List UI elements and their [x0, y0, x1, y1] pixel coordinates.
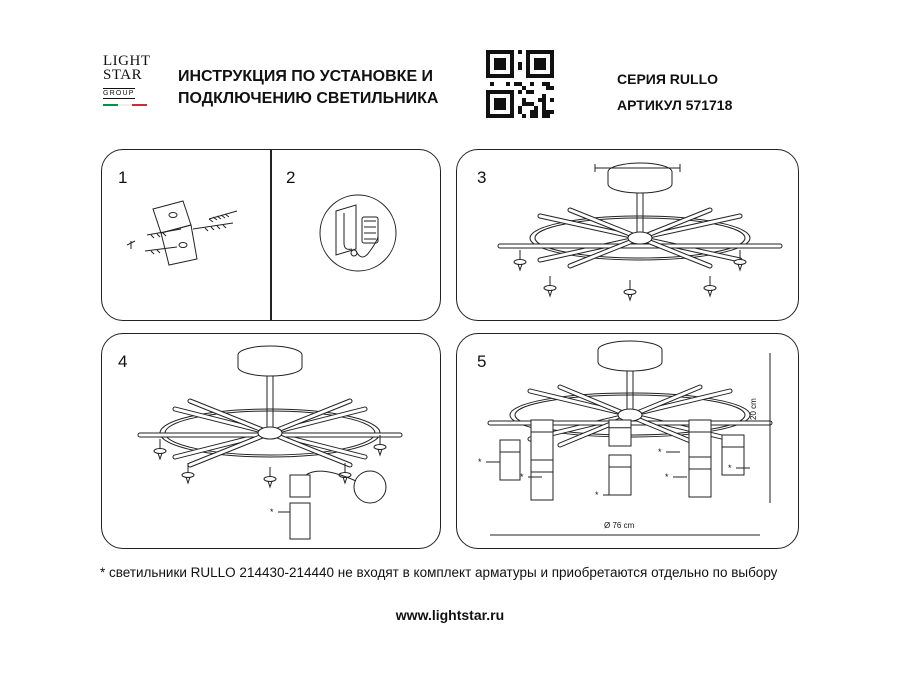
lamp-screw — [377, 448, 383, 457]
center-hub — [257, 426, 283, 440]
asterisk-marker: * — [728, 463, 732, 473]
lamp-screw — [157, 452, 163, 461]
lamp-socket — [153, 448, 167, 454]
panel-steps-1-2 — [101, 149, 441, 321]
lamp-shade — [688, 456, 712, 498]
step-number-5: 5 — [477, 352, 487, 371]
chandelier-assembly-step-3 — [497, 162, 783, 302]
lamp-shade — [499, 439, 521, 481]
lamp-screw — [267, 480, 273, 489]
brand-logo: LIGHT STAR GROUP — [103, 54, 155, 120]
lamp-socket — [513, 259, 527, 265]
lamp-shade — [608, 454, 632, 496]
step-number-1: 1 — [118, 168, 128, 187]
inner-ring — [534, 217, 746, 259]
center-hub — [617, 408, 643, 422]
chandelier-assembly-step-4: * — [137, 345, 403, 540]
asterisk-marker: * — [665, 472, 669, 482]
title-line-2: ПОДКЛЮЧЕНИЮ СВЕТИЛЬНИКА — [178, 90, 439, 107]
logo-line-3: GROUP — [103, 88, 135, 99]
canopy-body — [237, 355, 303, 377]
step-number-3: 3 — [477, 168, 487, 187]
website-link[interactable]: www.lightstar.ru — [395, 607, 505, 623]
logo-line-1: LIGHT — [103, 53, 151, 69]
asterisk-marker: * — [595, 490, 599, 500]
asterisk-marker: * — [478, 457, 482, 467]
height-dimension-label: 20 cm — [749, 398, 758, 420]
asterisk-marker: * — [520, 472, 524, 482]
lamp-screw — [737, 263, 743, 272]
lamp-shade-detached — [289, 502, 311, 540]
lamp-shade — [688, 419, 712, 461]
mounting-bracket-illustration — [126, 200, 238, 266]
lamp-screw — [342, 476, 348, 485]
lamp-shade — [608, 419, 632, 447]
lamp-socket — [263, 476, 277, 482]
series-info: СЕРИЯ RULLO АРТИКУЛ 571718 — [617, 66, 732, 118]
wire — [305, 470, 357, 482]
lamp-shade — [530, 419, 554, 461]
logo-line-2: STAR — [103, 67, 143, 83]
step-number-4: 4 — [118, 352, 128, 371]
panel-divider — [270, 150, 272, 320]
lamp-socket — [733, 259, 747, 265]
lamp-socket — [373, 444, 387, 450]
asterisk-marker: * — [658, 447, 662, 457]
lamp-socket — [623, 289, 637, 295]
panel-step-4 — [101, 333, 441, 549]
lamp-screw — [185, 476, 191, 485]
footnote: * светильники RULLO 214430-214440 не вхо… — [100, 565, 778, 580]
lamp-screw — [547, 289, 553, 298]
canopy-body — [597, 350, 663, 372]
terminal-block-detail — [353, 470, 387, 504]
diameter-dimension-label: Ø 76 cm — [604, 521, 635, 530]
article-label: АРТИКУЛ 571718 — [617, 97, 733, 113]
series-label: СЕРИЯ RULLO — [617, 71, 719, 87]
lamp-connector — [289, 474, 311, 498]
lamp-shade — [721, 434, 745, 476]
step-number-2: 2 — [286, 168, 296, 187]
screw-guide-line — [594, 164, 681, 172]
lamp-socket — [181, 472, 195, 478]
wiring-detail-illustration — [319, 194, 397, 272]
qr-code — [486, 50, 554, 118]
panel-step-5 — [456, 333, 799, 549]
lamp-socket — [543, 285, 557, 291]
page-title: ИНСТРУКЦИЯ ПО УСТАНОВКЕ И ПОДКЛЮЧЕНИЮ СВ… — [178, 66, 438, 110]
lamp-screw — [627, 293, 633, 302]
lamp-shade — [530, 459, 554, 501]
lamp-socket — [703, 285, 717, 291]
center-hub — [627, 231, 653, 245]
title-line-1: ИНСТРУКЦИЯ ПО УСТАНОВКЕ И — [178, 68, 434, 85]
italian-flag-stripe — [103, 104, 148, 106]
lamp-screw — [517, 263, 523, 272]
asterisk-marker: * — [270, 507, 274, 517]
chandelier-assembly-step-5: * * * * * * — [478, 340, 773, 536]
center-stem — [266, 375, 274, 434]
lamp-screw — [707, 289, 713, 298]
outer-ring — [529, 215, 751, 261]
canopy-body — [607, 172, 673, 194]
panel-step-3 — [456, 149, 799, 321]
